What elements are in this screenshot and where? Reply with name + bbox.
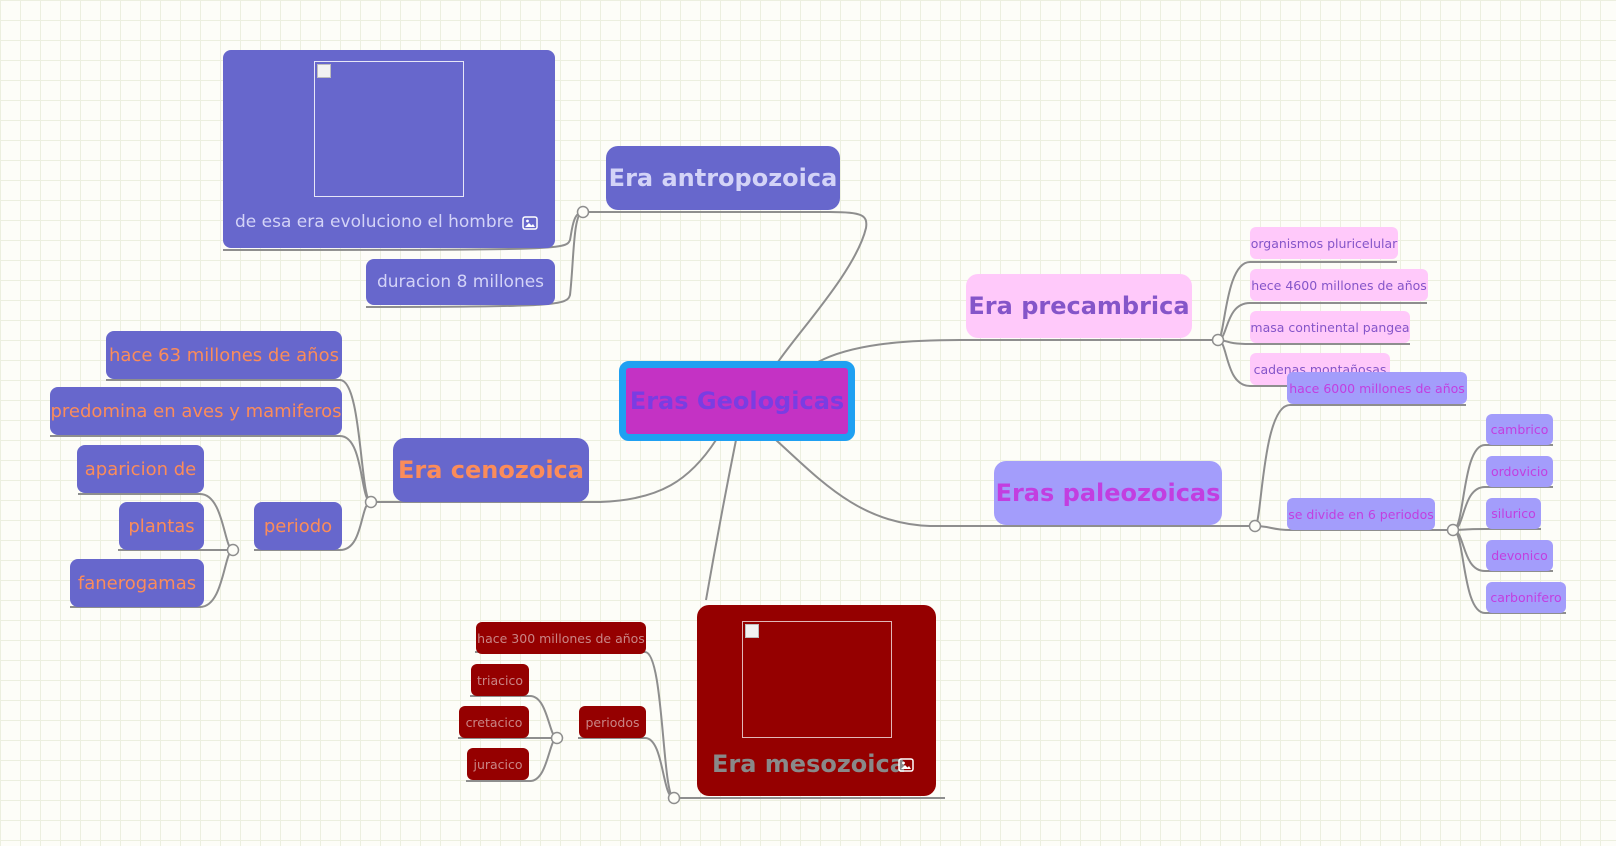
periodos-item-label: triacico [476, 672, 524, 688]
periodo-item[interactable]: fanerogamas [70, 559, 204, 607]
era-mesozoica-node[interactable]: Era mesozoica [697, 605, 936, 796]
precambrica-item-label: organismos pluricelular [1250, 235, 1398, 251]
periodo-item-label: plantas [128, 515, 195, 537]
image-icon[interactable] [522, 216, 538, 230]
paleozoic-period-item[interactable]: silurico [1486, 498, 1541, 529]
paleozoic-period-item[interactable]: cambrico [1486, 414, 1553, 445]
periodo-item-label: aparicion de [84, 458, 197, 480]
mesozoica-periodos-label: periodos [585, 714, 640, 730]
periodos-item[interactable]: cretacico [459, 706, 529, 738]
mesozoica-age-node[interactable]: hace 300 millones de años [476, 622, 646, 654]
branch-knot [364, 495, 378, 509]
era-precambrica-node[interactable]: Era precambrica [966, 274, 1192, 338]
paleozoicas-age-node[interactable]: hace 6000 millones de años [1287, 372, 1467, 404]
paleozoic-period-item[interactable]: devonico [1486, 540, 1553, 571]
precambrica-item[interactable]: masa continental pangea [1250, 311, 1410, 343]
branch-knot [576, 205, 590, 219]
cenozoica-periodo-label: periodo [263, 515, 333, 537]
era-antropozoica-label: Era antropozoica [608, 164, 838, 192]
era-mesozoica-label: Era mesozoica [712, 750, 906, 778]
cenozoica-periodo-node[interactable]: periodo [254, 502, 342, 550]
branch-knot [1211, 333, 1225, 347]
paleozoicas-divides-label: se divide en 6 periodos [1288, 506, 1434, 522]
periodo-item[interactable]: plantas [119, 502, 204, 550]
periodos-item-label: cretacico [465, 714, 523, 730]
broken-image-placeholder [742, 621, 892, 738]
paleozoic-period-label: cambrico [1490, 422, 1549, 437]
broken-image-placeholder [314, 61, 464, 197]
antropozoica-note-node[interactable]: de esa era evoluciono el hombre [223, 50, 555, 248]
paleozoic-period-label: silurico [1491, 506, 1536, 521]
eras-paleozoicas-label: Eras paleozoicas [995, 479, 1221, 507]
mesozoica-periodos-node[interactable]: periodos [579, 706, 646, 738]
central-topic-label: Eras Geologicas [629, 387, 845, 415]
antropozoica-duration-label: duracion 8 millones [376, 272, 545, 292]
broken-image-icon [317, 64, 331, 78]
central-topic[interactable]: Eras Geologicas [619, 361, 855, 441]
era-cenozoica-label: Era cenozoica [398, 456, 584, 484]
paleozoic-period-item[interactable]: ordovicio [1486, 456, 1553, 487]
paleozoic-period-label: ordovicio [1490, 464, 1548, 479]
cenozoica-age-node[interactable]: hace 63 millones de años [106, 331, 342, 379]
eras-paleozoicas-node[interactable]: Eras paleozoicas [994, 461, 1222, 525]
paleozoic-period-item[interactable]: carbonifero [1486, 582, 1566, 613]
periodos-item[interactable]: triacico [471, 664, 529, 696]
cenozoica-dominant-node[interactable]: predomina en aves y mamiferos [50, 387, 342, 435]
branch-knot [1446, 523, 1460, 537]
periodos-item-label: juracico [473, 756, 523, 772]
era-precambrica-label: Era precambrica [968, 292, 1190, 320]
broken-image-icon [745, 624, 759, 638]
cenozoica-dominant-label: predomina en aves y mamiferos [50, 400, 342, 422]
paleozoic-period-label: devonico [1491, 548, 1548, 563]
paleozoic-period-label: carbonifero [1490, 590, 1562, 605]
periodos-item[interactable]: juracico [467, 748, 529, 780]
antropozoica-note-label: de esa era evoluciono el hombre [235, 212, 514, 232]
branch-knot [226, 543, 240, 557]
paleozoicas-age-label: hace 6000 millones de años [1289, 380, 1465, 396]
era-antropozoica-node[interactable]: Era antropozoica [606, 146, 840, 210]
periodo-item-label: fanerogamas [77, 572, 197, 594]
era-cenozoica-node[interactable]: Era cenozoica [393, 438, 589, 502]
branch-knot [667, 791, 681, 805]
precambrica-item[interactable]: hece 4600 millones de años [1250, 269, 1428, 301]
precambrica-item-label: hece 4600 millones de años [1251, 277, 1427, 293]
antropozoica-duration-node[interactable]: duracion 8 millones [366, 259, 555, 305]
cenozoica-age-label: hace 63 millones de años [109, 344, 339, 366]
precambrica-item-label: masa continental pangea [1250, 319, 1410, 335]
branch-knot [1248, 519, 1262, 533]
precambrica-item[interactable]: organismos pluricelular [1250, 227, 1398, 259]
branch-knot [550, 731, 564, 745]
mesozoica-age-label: hace 300 millones de años [477, 630, 645, 646]
image-icon[interactable] [898, 758, 914, 772]
periodo-item[interactable]: aparicion de [77, 445, 204, 493]
paleozoicas-divides-node[interactable]: se divide en 6 periodos [1287, 498, 1435, 530]
